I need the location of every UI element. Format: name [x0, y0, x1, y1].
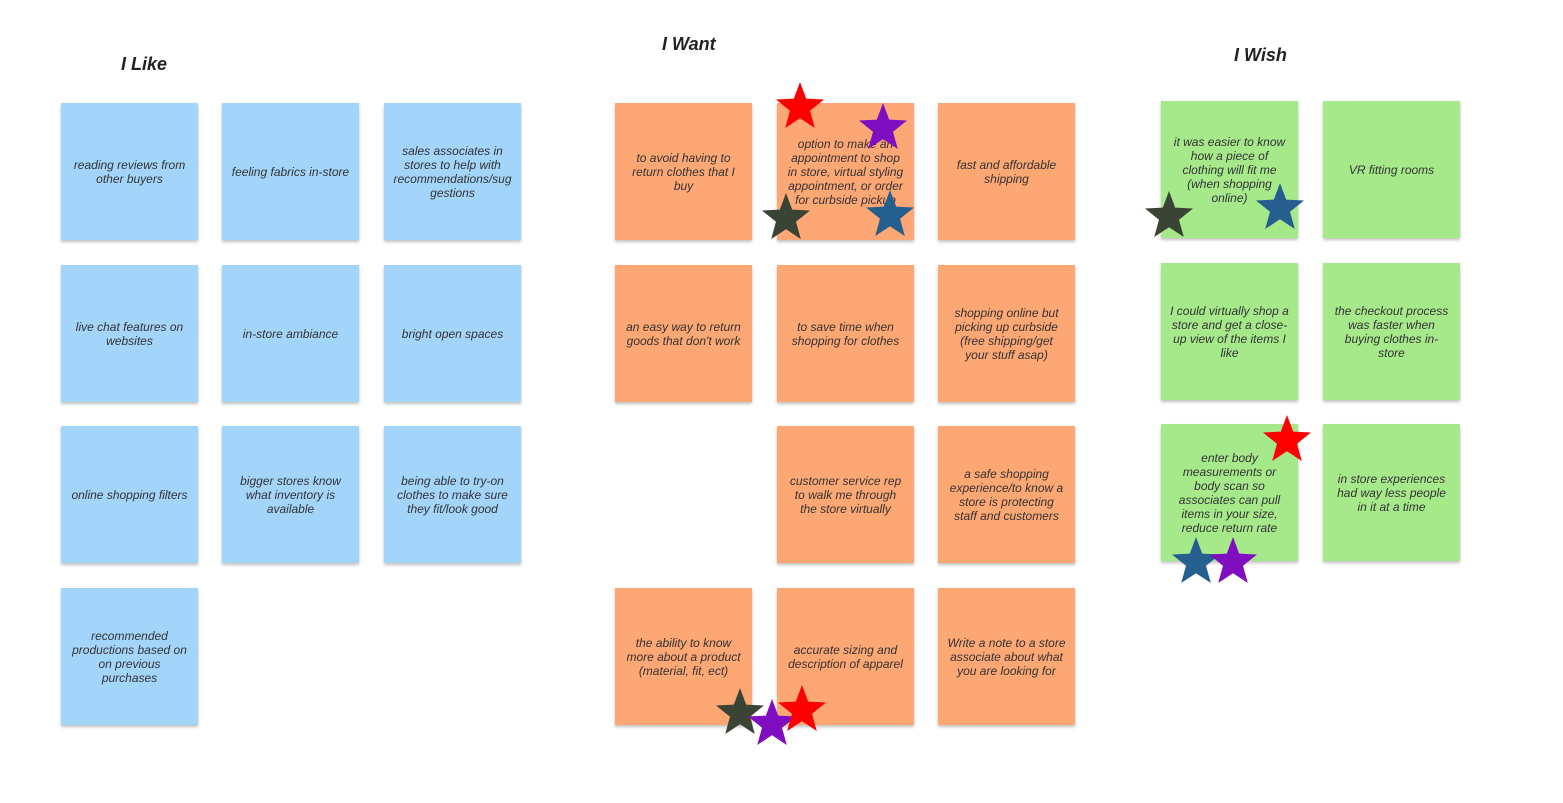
wish-note[interactable]: enter body measurements or body scan so …: [1161, 424, 1298, 561]
note-text: the checkout process was faster when buy…: [1334, 303, 1449, 360]
star-icon[interactable]: [776, 683, 828, 735]
want-note[interactable]: customer service rep to walk me through …: [777, 426, 914, 563]
note-text: enter body measurements or body scan so …: [1178, 450, 1281, 535]
note-text: sales associates in stores to help with …: [393, 143, 512, 200]
heading-i-wish: I Wish: [1234, 45, 1287, 65]
want-note[interactable]: the ability to know more about a product…: [615, 588, 752, 725]
like-note[interactable]: in-store ambiance: [222, 265, 359, 402]
note-text: in-store ambiance: [242, 326, 339, 341]
note-text: being able to try-on clothes to make sur…: [397, 473, 508, 516]
like-note[interactable]: recommended productions based on on prev…: [61, 588, 198, 725]
star-icon[interactable]: [714, 686, 766, 738]
like-note[interactable]: sales associates in stores to help with …: [384, 103, 521, 240]
wish-note[interactable]: the checkout process was faster when buy…: [1323, 263, 1460, 400]
want-note[interactable]: to save time when shopping for clothes: [777, 265, 914, 402]
star-icon[interactable]: [1254, 181, 1306, 233]
star-icon[interactable]: [760, 191, 812, 243]
note-text: to avoid having to return clothes that I…: [632, 150, 735, 193]
like-note[interactable]: live chat features on websites: [61, 265, 198, 402]
like-note[interactable]: feeling fabrics in-store: [222, 103, 359, 240]
note-text: a safe shopping experience/to know a sto…: [949, 466, 1064, 523]
note-text: in store experiences had way less people…: [1337, 471, 1446, 514]
want-note[interactable]: Write a note to a store associate about …: [938, 588, 1075, 725]
heading-i-want: I Want: [662, 34, 716, 54]
note-text: an easy way to return goods that don't w…: [626, 319, 741, 348]
wish-note[interactable]: VR fitting rooms: [1323, 101, 1460, 238]
want-note[interactable]: fast and affordable shipping: [938, 103, 1075, 240]
note-text: shopping online but picking up curbside …: [954, 305, 1059, 362]
heading-i-like: I Like: [121, 54, 168, 74]
want-note[interactable]: to avoid having to return clothes that I…: [615, 103, 752, 240]
wish-note[interactable]: I could virtually shop a store and get a…: [1161, 263, 1298, 400]
like-note[interactable]: online shopping filters: [61, 426, 198, 563]
like-note[interactable]: being able to try-on clothes to make sur…: [384, 426, 521, 563]
note-text: it was easier to know how a piece of clo…: [1173, 134, 1286, 205]
wish-note[interactable]: in store experiences had way less people…: [1323, 424, 1460, 561]
star-icon[interactable]: [857, 101, 909, 153]
note-text: I could virtually shop a store and get a…: [1170, 303, 1289, 360]
want-note[interactable]: a safe shopping experience/to know a sto…: [938, 426, 1075, 563]
like-note[interactable]: bright open spaces: [384, 265, 521, 402]
note-text: fast and affordable shipping: [956, 157, 1057, 186]
note-text: feeling fabrics in-store: [231, 164, 350, 179]
note-text: customer service rep to walk me through …: [789, 473, 902, 516]
note-text: live chat features on websites: [75, 319, 184, 348]
note-text: Write a note to a store associate about …: [947, 635, 1066, 678]
note-text: VR fitting rooms: [1348, 162, 1435, 177]
want-note[interactable]: an easy way to return goods that don't w…: [615, 265, 752, 402]
star-icon[interactable]: [746, 697, 798, 749]
star-icon[interactable]: [864, 188, 916, 240]
note-text: reading reviews from other buyers: [73, 157, 186, 186]
note-text: the ability to know more about a product…: [626, 635, 741, 678]
want-note[interactable]: shopping online but picking up curbside …: [938, 265, 1075, 402]
star-icon[interactable]: [1170, 535, 1222, 587]
note-text: bigger stores know what inventory is ava…: [240, 473, 341, 516]
like-note[interactable]: bigger stores know what inventory is ava…: [222, 426, 359, 563]
star-icon[interactable]: [1207, 535, 1259, 587]
like-note[interactable]: reading reviews from other buyers: [61, 103, 198, 240]
star-icon[interactable]: [774, 80, 826, 132]
note-text: bright open spaces: [401, 326, 504, 341]
note-text: accurate sizing and description of appar…: [788, 642, 903, 671]
star-icon[interactable]: [1143, 189, 1195, 241]
note-text: recommended productions based on on prev…: [72, 628, 187, 685]
star-icon[interactable]: [1261, 413, 1313, 465]
note-text: online shopping filters: [71, 487, 188, 502]
note-text: to save time when shopping for clothes: [791, 319, 900, 348]
